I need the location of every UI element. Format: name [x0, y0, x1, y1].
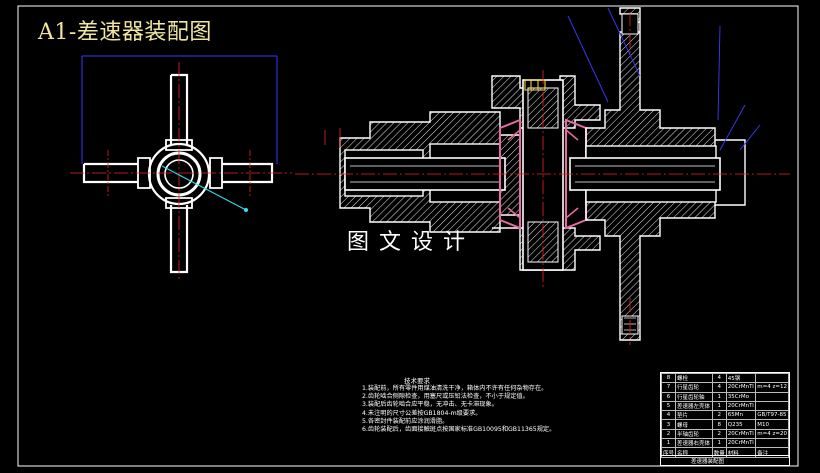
bom-cell: 行星齿轮轴 [675, 391, 713, 402]
bom-cell: Q235 [725, 419, 757, 430]
bom-cell [755, 400, 789, 412]
spider-centerlines [70, 62, 292, 282]
bom-cell: 序号 [660, 447, 677, 458]
bom-cell: 1 [660, 438, 677, 449]
bom-cell: m=4 z=20 [755, 428, 789, 440]
spider-cross-view [81, 55, 278, 274]
technical-requirements: 技术要求 1.装配前，所有零件用煤油清洗干净，箱体内不许有任何杂物存在。 2.齿… [362, 377, 556, 434]
bom-cell: 2 [711, 410, 727, 421]
leader-line-cyan [161, 165, 247, 211]
bom-cell: 1 [711, 391, 727, 402]
bom-row: 序号名称数量材料备注 [660, 447, 789, 458]
bom-cell: 8 [711, 419, 727, 430]
bom-cell: 35CrMo [725, 391, 757, 402]
bom-cell [755, 438, 789, 449]
bom-cell: 1 [711, 400, 727, 412]
bom-cell: 7 [660, 382, 677, 393]
bom-cell: 2 [660, 428, 677, 440]
bom-cell: 4 [711, 372, 727, 384]
bom-cell: 20CrMnTi [725, 400, 757, 412]
drawing-frame [17, 5, 799, 467]
bom-cell: 4 [660, 410, 677, 421]
bom-cell: 差速器左壳体 [675, 400, 713, 412]
bom-footer: 差速器装配图 [661, 455, 789, 465]
bom-cell: 2 [711, 428, 727, 440]
bom-cell [755, 372, 789, 384]
pin-detail-yellow [524, 79, 546, 91]
bom-cell: 4 [711, 382, 727, 393]
bom-cell: GB/T97-85 [755, 410, 789, 421]
drawing-title: A1-差速器装配图 [38, 20, 212, 45]
bom-cell: 1 [711, 438, 727, 449]
note-line: 3.装配后齿轮啮合应平稳，无冲击、无卡滞现象。 [362, 401, 498, 409]
bom-cell: 5 [660, 400, 677, 412]
bom-cell: 备注 [755, 447, 789, 458]
watermark-text: 图文设计 [347, 230, 476, 255]
bom-cell: 差速器右壳体 [675, 438, 713, 449]
bom-cell: m=4 z=12 [755, 382, 789, 393]
bom-cell: 3 [660, 419, 677, 430]
note-line: 5.各密封件装配前应涂润滑脂。 [362, 417, 449, 425]
bom-cell: 半轴齿轮 [675, 428, 713, 440]
bom-cell: 20CrMnTi [725, 438, 757, 449]
bom-cell: 65Mn [725, 410, 757, 421]
side-gear-left [499, 118, 521, 230]
bom-cell: 20CrMnTi [725, 382, 757, 393]
note-line: 1.装配前，所有零件用煤油清洗干净，箱体内不许有任何杂物存在。 [362, 385, 548, 392]
bom-cell: 数量 [711, 447, 727, 458]
note-line: 6.齿轮装配后，齿面接触斑点按国家标准GB10095和GB11365规定。 [362, 426, 556, 434]
bom-cell: 8 [660, 372, 677, 384]
leader-lines [567, 7, 761, 151]
bom-cell: 垫片 [675, 410, 713, 421]
note-line: 2.齿轮啮合侧隙检查，用塞尺或压铅法检查，不小于规定值。 [362, 393, 529, 401]
bom-cell: 20CrMnTi [725, 428, 757, 440]
bom-cell [755, 391, 789, 402]
bom-cell: 6 [660, 391, 677, 402]
bom-cell: 行星齿轮 [675, 382, 713, 393]
bom-cell: 45钢 [725, 372, 757, 384]
assembly-centerlines [295, 12, 790, 345]
bom-cell: 螺母 [675, 419, 713, 430]
note-line: 4.未注明的尺寸公差按GB1804-m级要求。 [362, 409, 482, 417]
bom-footer-text: 差速器装配图 [691, 459, 725, 465]
notes-heading: 技术要求 [404, 377, 430, 385]
bom-cell: 螺栓 [675, 372, 713, 384]
bom-cell: M10 [755, 419, 789, 430]
